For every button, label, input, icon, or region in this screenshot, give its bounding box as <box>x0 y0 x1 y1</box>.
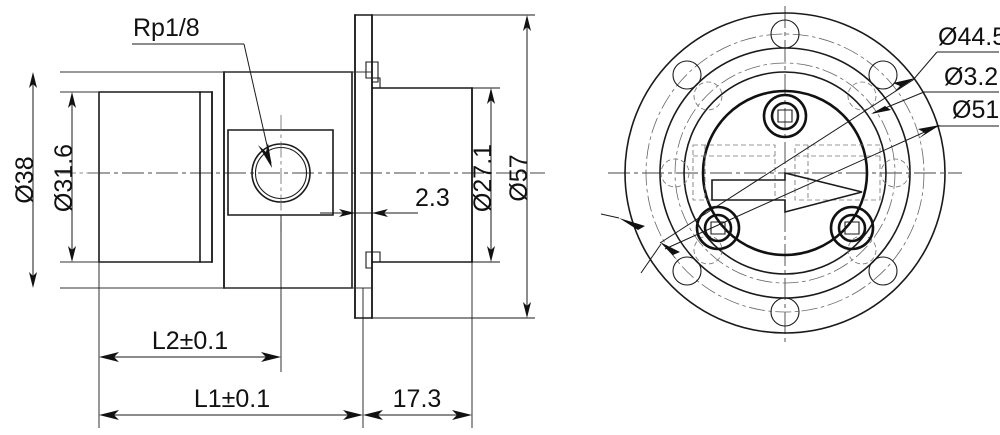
flange-hole-lower-right <box>868 256 898 286</box>
dimension-label-17-3: 17.3 <box>393 385 442 413</box>
outer-bolt-pitch-circle <box>645 33 925 313</box>
dimension-d27-1: Ø27.1 <box>469 87 500 263</box>
inner-hole-upper-left <box>693 81 723 111</box>
socket-bolt-top <box>762 93 808 139</box>
end-view-group: Ø44.5 Ø3.2 Ø51 <box>600 6 1000 345</box>
dimension-17-3: 17.3 <box>363 385 472 420</box>
dimension-d38: Ø38 <box>11 72 39 288</box>
front-spigot-outline <box>371 87 473 263</box>
dimension-label-d57: Ø57 <box>505 154 533 201</box>
flange-plate-outline <box>354 14 373 319</box>
flange-hole-bottom <box>770 297 800 327</box>
dimension-label-d31-6: Ø31.6 <box>50 144 78 212</box>
dimension-L1: L1±0.1 <box>99 385 363 420</box>
leader-arrows-lower-left <box>600 213 680 274</box>
dimension-d57: Ø57 <box>372 14 535 319</box>
dimension-d3-2: Ø3.2 <box>871 63 999 114</box>
dimension-label-d3-2: Ø3.2 <box>944 63 998 91</box>
hidden-port-features <box>692 144 881 201</box>
dimension-label-L1: L1±0.1 <box>194 385 270 413</box>
flange-hole-upper-left <box>672 60 702 90</box>
flange-notch-top <box>365 61 381 89</box>
flange-notch-bottom <box>365 251 381 269</box>
callout-rp1-8: Rp1/8 <box>132 14 272 168</box>
dimension-2-3: 2.3 <box>320 184 450 217</box>
dimension-label-d51: Ø51 <box>952 96 999 124</box>
inner-hole-upper-right <box>847 81 877 111</box>
dimension-label-d38: Ø38 <box>11 156 39 203</box>
inner-hole-left <box>660 158 690 188</box>
dimension-label-d27-1: Ø27.1 <box>469 144 497 212</box>
inner-bolt-pitch-circle <box>674 62 896 284</box>
rotation-direction-arrow <box>711 171 863 214</box>
flange-hole-lower-left <box>672 256 702 286</box>
dimension-label-d44-5: Ø44.5 <box>938 23 1000 51</box>
dimension-d51: Ø51 <box>664 96 999 250</box>
port-thread-circle <box>251 115 311 232</box>
flange-outer-circle <box>624 12 946 334</box>
inner-hole-right <box>880 158 910 188</box>
port-boss-outline <box>227 129 334 216</box>
dimension-d31-6: Ø31.6 <box>50 92 78 262</box>
socket-bolt-lower-right <box>829 205 875 251</box>
dimension-L2: L2±0.1 <box>99 327 281 362</box>
body-outer-circle <box>683 71 887 275</box>
dimension-label-2-3: 2.3 <box>415 184 450 212</box>
socket-bolt-lower-left <box>695 205 741 251</box>
callout-label-rp1-8: Rp1/8 <box>133 14 200 42</box>
dimension-label-L2: L2±0.1 <box>152 327 228 355</box>
side-view-group: Ø38 Ø31.6 Ø27.1 Ø57 <box>11 14 545 428</box>
flange-hole-upper-right <box>868 60 898 90</box>
hub-circle <box>701 89 869 257</box>
dimension-d44-5: Ø44.5 <box>659 23 1000 244</box>
rear-body-outline <box>98 91 213 263</box>
flange-hole-top <box>770 19 800 49</box>
